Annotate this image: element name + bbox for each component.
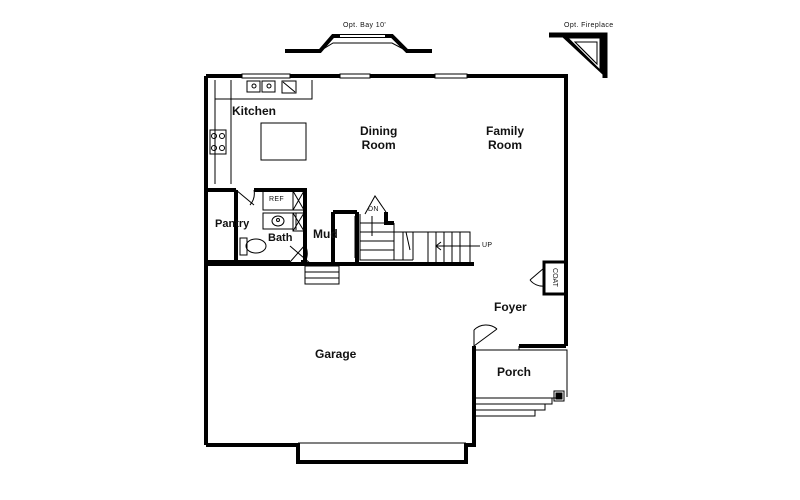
ref-space xyxy=(262,190,305,211)
garage-entry-steps xyxy=(304,265,340,285)
stairs xyxy=(354,195,480,262)
dining-room-label: Dining Room xyxy=(360,124,397,152)
stair-up-label: UP xyxy=(482,242,493,249)
optional-fireplace-label: Opt. Fireplace xyxy=(564,22,614,29)
top-windows xyxy=(241,73,468,79)
bath-label: Bath xyxy=(268,232,293,244)
ref-label: REF xyxy=(269,196,284,203)
mud-door xyxy=(289,245,312,265)
bath-fixtures xyxy=(239,212,305,256)
dining-room-label-line1: Dining xyxy=(360,124,398,138)
optional-bay-window xyxy=(285,34,432,53)
kitchen-label: Kitchen xyxy=(232,104,277,118)
coat-closet-label: COAT xyxy=(550,268,558,287)
dining-room-label-line2: Room xyxy=(361,138,396,152)
pantry-label: Pantry xyxy=(215,218,250,230)
family-room-label-line2: Room xyxy=(488,138,522,152)
stair-down-label: DN xyxy=(368,206,379,213)
optional-fireplace xyxy=(549,32,608,78)
optional-bay-label: Opt. Bay 10' xyxy=(343,22,387,29)
coat-closet xyxy=(529,260,566,296)
front-door xyxy=(473,324,520,350)
garage-label: Garage xyxy=(315,347,357,361)
family-room-label: Family Room xyxy=(486,124,524,152)
pantry-door xyxy=(235,189,255,206)
porch-label: Porch xyxy=(497,365,532,379)
foyer-label: Foyer xyxy=(494,300,527,314)
bath-door xyxy=(289,244,308,263)
kitchen-island xyxy=(260,122,307,161)
porch xyxy=(474,349,568,417)
family-room-label-line1: Family xyxy=(486,124,525,138)
kitchen-counters xyxy=(209,80,313,184)
mud-label: Mud xyxy=(313,227,338,241)
